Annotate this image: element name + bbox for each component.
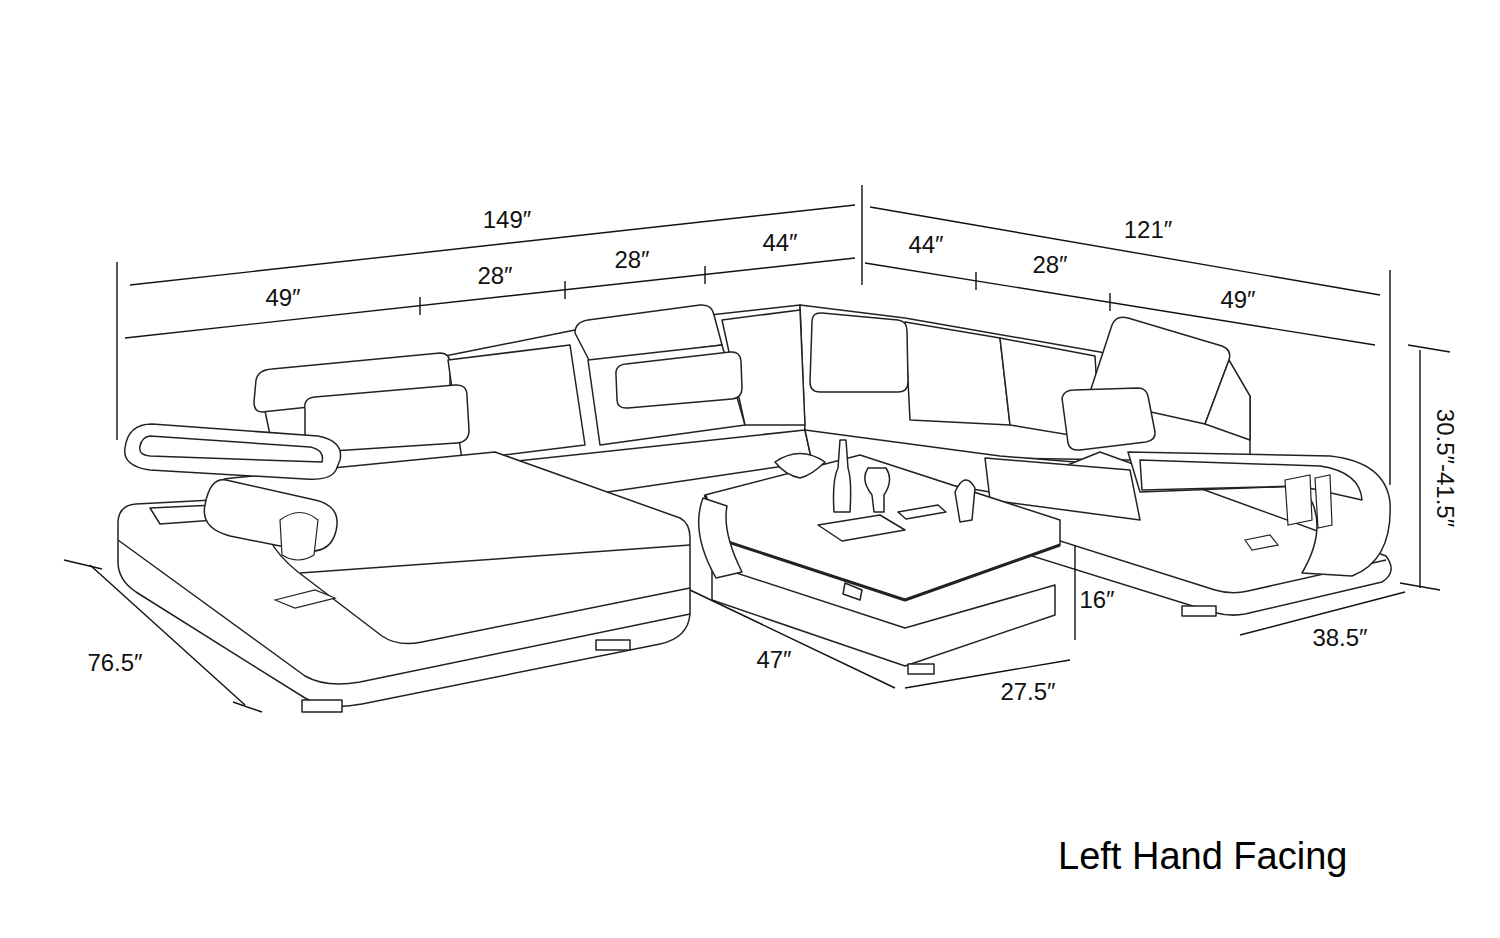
chaise-cushion bbox=[209, 452, 690, 644]
dimension-tick bbox=[64, 560, 102, 569]
dimension-label: 44″ bbox=[762, 231, 797, 255]
dimension-label: 47″ bbox=[756, 648, 791, 672]
dimension-label: 28″ bbox=[614, 248, 649, 272]
armrest bbox=[204, 480, 337, 551]
decor-books bbox=[1285, 475, 1312, 525]
dimension-label: 28″ bbox=[477, 264, 512, 288]
dimension-tick bbox=[1400, 583, 1440, 590]
coffee-table bbox=[699, 440, 1060, 674]
armrest bbox=[125, 424, 341, 479]
dimension-tick bbox=[1408, 345, 1450, 352]
armrest-trim bbox=[140, 436, 323, 462]
sofa bbox=[118, 305, 1391, 712]
phone bbox=[898, 505, 946, 519]
caption: Left Hand Facing bbox=[1058, 837, 1347, 875]
pillow bbox=[1062, 388, 1155, 450]
dimension-label: 16″ bbox=[1079, 588, 1114, 612]
dimension-line bbox=[125, 258, 855, 338]
dimension-lines bbox=[64, 185, 1450, 712]
back-cushion bbox=[905, 322, 1010, 425]
dimension-tick bbox=[233, 702, 262, 712]
bottle bbox=[834, 440, 851, 512]
decor-book bbox=[275, 590, 335, 608]
dimension-label: 38.5″ bbox=[1312, 626, 1367, 650]
table-end bbox=[699, 498, 742, 578]
decor bbox=[275, 475, 1332, 608]
decor-books bbox=[1315, 475, 1332, 528]
sofa-foot bbox=[596, 640, 630, 650]
extension-line bbox=[116, 262, 117, 440]
dimension-label: 27.5″ bbox=[1000, 680, 1055, 704]
dimension-label: 49″ bbox=[265, 286, 300, 310]
flowers bbox=[775, 454, 825, 479]
decor-item bbox=[1245, 535, 1278, 550]
dimension-line bbox=[1419, 350, 1420, 588]
sofa-foot bbox=[302, 700, 342, 712]
dimension-label: 28″ bbox=[1032, 253, 1067, 277]
dimension-tick bbox=[704, 266, 705, 284]
back-cushion bbox=[588, 345, 745, 445]
armrest bbox=[1128, 452, 1390, 576]
dimension-tick bbox=[1109, 293, 1110, 311]
extension-line bbox=[1389, 270, 1390, 485]
dimension-line bbox=[865, 263, 1375, 345]
sofa-foot bbox=[1182, 606, 1216, 616]
vase bbox=[865, 468, 890, 512]
back-cushion bbox=[448, 345, 585, 460]
pillow bbox=[810, 313, 908, 392]
dimension-tick bbox=[975, 272, 976, 290]
dimension-tick bbox=[419, 297, 420, 315]
dimension-line bbox=[90, 565, 245, 705]
dimension-label: 49″ bbox=[1220, 288, 1255, 312]
dimension-line bbox=[870, 207, 1380, 295]
dimension-line bbox=[1074, 545, 1075, 640]
headrest bbox=[1205, 360, 1250, 440]
dimension-tick bbox=[564, 281, 565, 299]
pillow bbox=[616, 352, 742, 408]
dimension-label: 76.5″ bbox=[87, 651, 142, 675]
glass bbox=[955, 480, 975, 522]
table-handle bbox=[843, 583, 862, 600]
extension-line bbox=[861, 185, 862, 285]
dimension-label: 30.5″-41.5″ bbox=[1433, 409, 1457, 527]
dimension-label: 121″ bbox=[1124, 218, 1173, 242]
decor-vase bbox=[280, 513, 318, 561]
dimension-line bbox=[690, 590, 895, 688]
magazine bbox=[818, 515, 905, 541]
table-top bbox=[705, 455, 1060, 600]
dimension-label: 149″ bbox=[483, 208, 532, 232]
dimension-label: 44″ bbox=[908, 233, 943, 257]
chaise-edge bbox=[300, 545, 690, 573]
table-foot bbox=[908, 664, 934, 674]
